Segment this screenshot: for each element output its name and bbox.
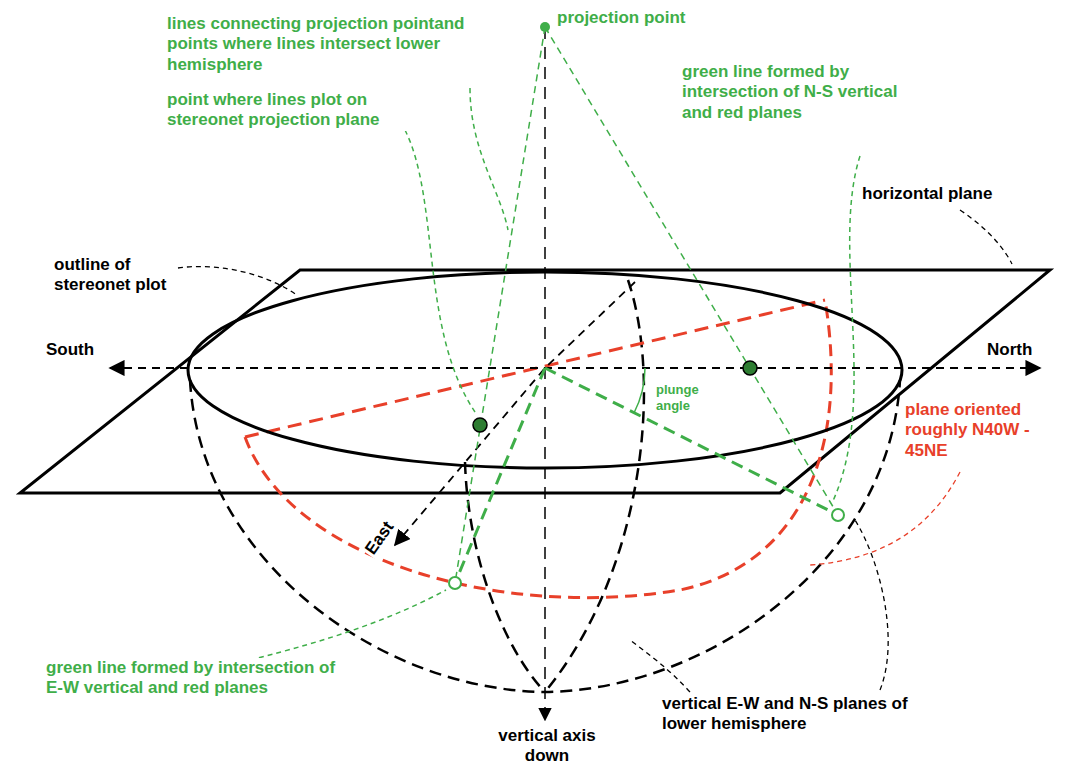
plunge-arc xyxy=(634,368,645,413)
ew-vertical-plane xyxy=(545,280,644,692)
leader-line xyxy=(405,130,475,412)
plane-label: vertical E-W and N-S planes of lower hem… xyxy=(660,694,944,735)
note-label: green line formed by intersection of N-S… xyxy=(680,62,924,123)
ns-axis xyxy=(110,367,1040,369)
direction-label: East xyxy=(360,516,400,560)
leader-line xyxy=(470,88,508,230)
leader-line xyxy=(250,590,446,660)
hemisphere-point xyxy=(449,577,461,589)
direction-label: South xyxy=(44,340,96,360)
point-label: projection point xyxy=(555,8,687,28)
axis-label: vertical axis down xyxy=(488,726,606,767)
leader-line xyxy=(855,520,888,690)
ew-axis xyxy=(395,282,635,545)
leader-line xyxy=(178,267,298,296)
leader-line xyxy=(630,640,690,692)
note-label: point where lines plot on stereonet proj… xyxy=(165,90,409,131)
leader-line xyxy=(832,156,860,503)
plane-label: horizontal plane xyxy=(860,184,994,204)
plane-label: plane oriented roughly N40W - 45NE xyxy=(903,400,1072,461)
horizontal-plane xyxy=(20,270,1050,493)
note-label: green line formed by intersection of E-W… xyxy=(44,658,358,699)
angle-label: plunge angle xyxy=(654,382,718,413)
vertical-axis xyxy=(544,27,546,720)
note-label: lines connecting projection pointand poi… xyxy=(165,14,469,75)
ew-vertical-plane xyxy=(465,462,545,692)
projection-line xyxy=(455,27,545,583)
direction-label: North xyxy=(985,340,1034,360)
leader-line xyxy=(810,472,960,565)
hemisphere-point xyxy=(832,509,844,521)
plotted-point xyxy=(473,418,487,432)
projection-point xyxy=(540,22,550,32)
leader-line xyxy=(960,210,1012,264)
plotted-point xyxy=(743,361,757,375)
outline-label: outline of stereonet plot xyxy=(52,255,176,296)
